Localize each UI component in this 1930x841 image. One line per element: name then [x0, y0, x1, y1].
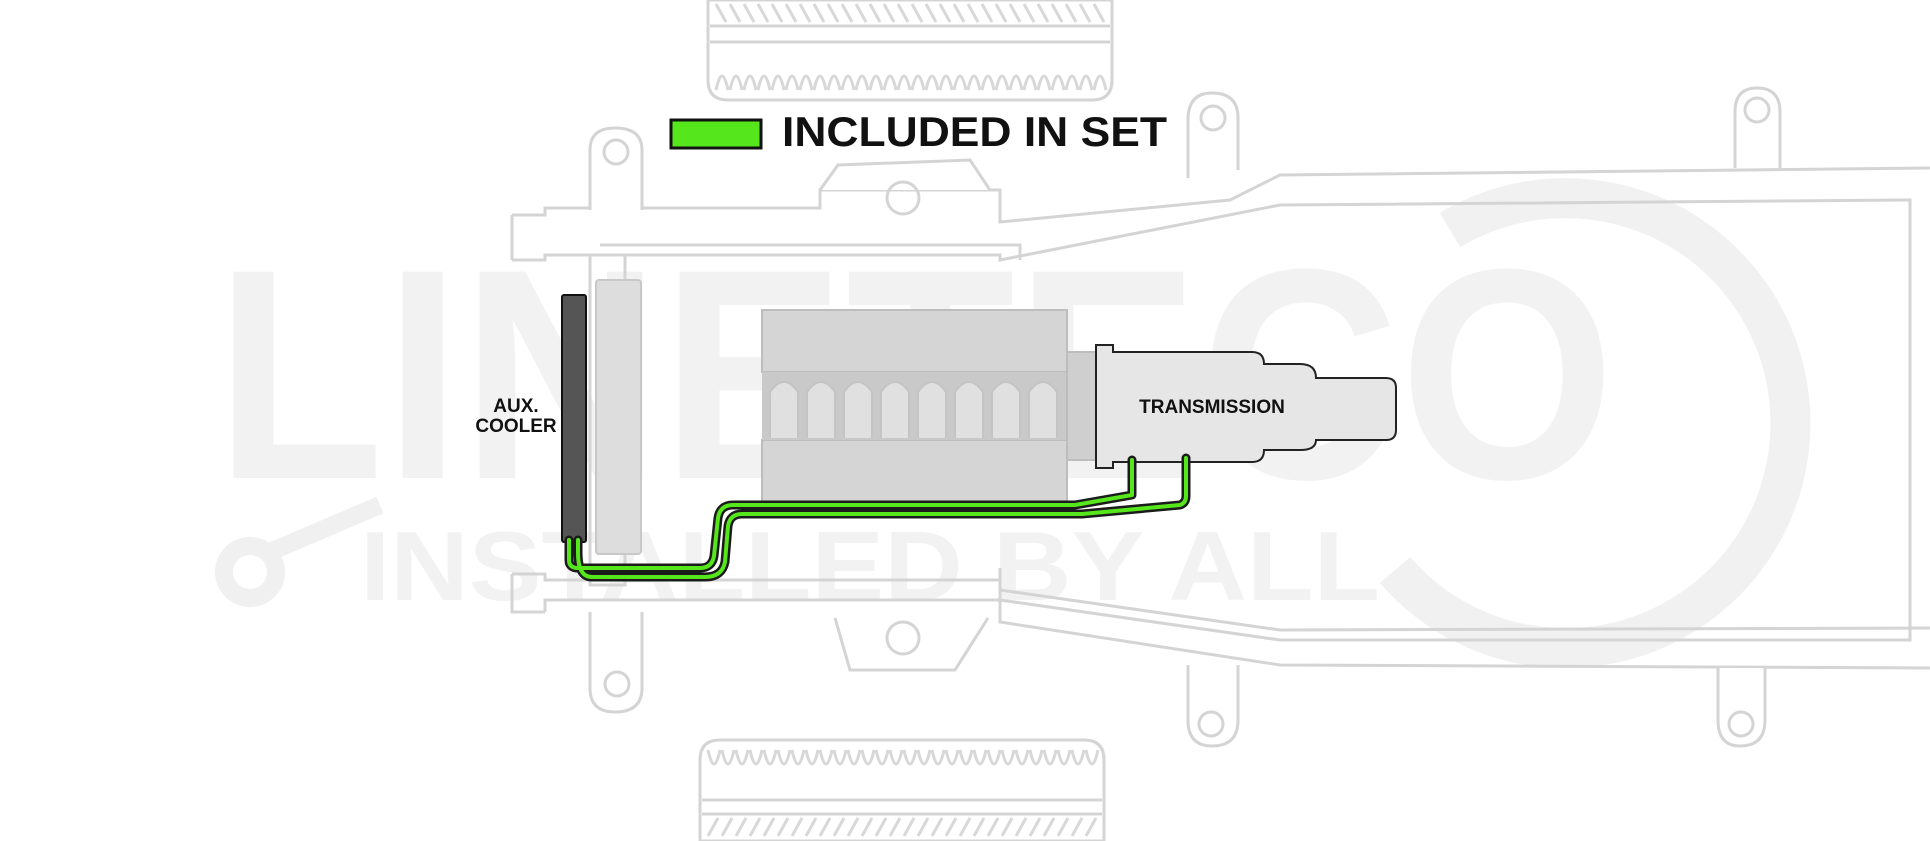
radiator: [595, 279, 642, 555]
front-bottom-tire: [698, 738, 1106, 841]
chassis-frame: [510, 86, 1930, 748]
legend: INCLUDED IN SET: [669, 108, 1167, 155]
legend-swatch: [669, 118, 763, 150]
transmission-label: TRANSMISSION: [1139, 397, 1285, 418]
cooler-lines: [564, 453, 1191, 582]
aux-cooler-label-line2: COOLER: [475, 416, 557, 437]
front-top-tire: [706, 0, 1114, 102]
aux-cooler-label-line1: AUX.: [493, 396, 538, 417]
aux-cooler: [561, 294, 587, 543]
engine-block: [761, 309, 1098, 503]
wrench-icon: [215, 496, 384, 607]
legend-text: INCLUDED IN SET: [782, 108, 1167, 155]
transmission: TRANSMISSION: [1095, 344, 1397, 469]
watermark-tagline-text: INSTALLED BY ALL: [360, 511, 1380, 621]
